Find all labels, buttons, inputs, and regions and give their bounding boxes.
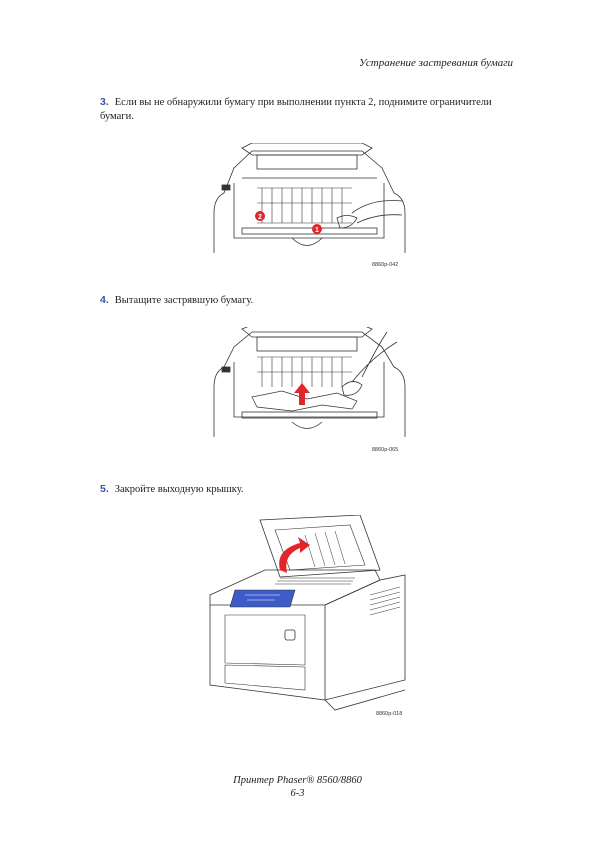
callout-1-marker (312, 224, 322, 234)
callout-2-marker (255, 211, 265, 221)
callout-2-label: 2 (258, 214, 262, 221)
figure-code: 8860p-042 (372, 262, 399, 268)
step-3: 3.Если вы не обнаружили бумагу при выпол… (100, 95, 500, 124)
figure-code: 8860p-018 (376, 711, 403, 717)
step-number: 3. (100, 96, 109, 108)
figure-close-cover (205, 515, 410, 715)
figure-code: 8860p-065 (372, 447, 399, 453)
pull-up-arrow-icon (294, 383, 310, 405)
control-panel (229, 589, 296, 608)
step-number: 5. (100, 483, 109, 495)
step-number: 4. (100, 294, 109, 306)
footer-page-number: 6-3 (290, 788, 305, 799)
callout-1-label: 1 (315, 227, 319, 234)
footer-product: Принтер Phaser® 8560/8860 (233, 775, 362, 786)
step-text: Закройте выходную крышку. (114, 484, 244, 495)
figure-remove-paper (212, 327, 407, 442)
step-5: 5. Закройте выходную крышку. (100, 482, 500, 497)
step-text: Вытащите застрявшую бумагу. (114, 295, 254, 306)
step-4: 4. Вытащите застрявшую бумагу. (100, 293, 500, 308)
step-text: Если вы не обнаружили бумагу при выполне… (100, 97, 492, 122)
figure-raise-guides: 2 1 (212, 143, 407, 258)
close-cover-arrow-icon (279, 537, 310, 573)
page-header-title: Устранение застревания бумаги (359, 57, 513, 69)
